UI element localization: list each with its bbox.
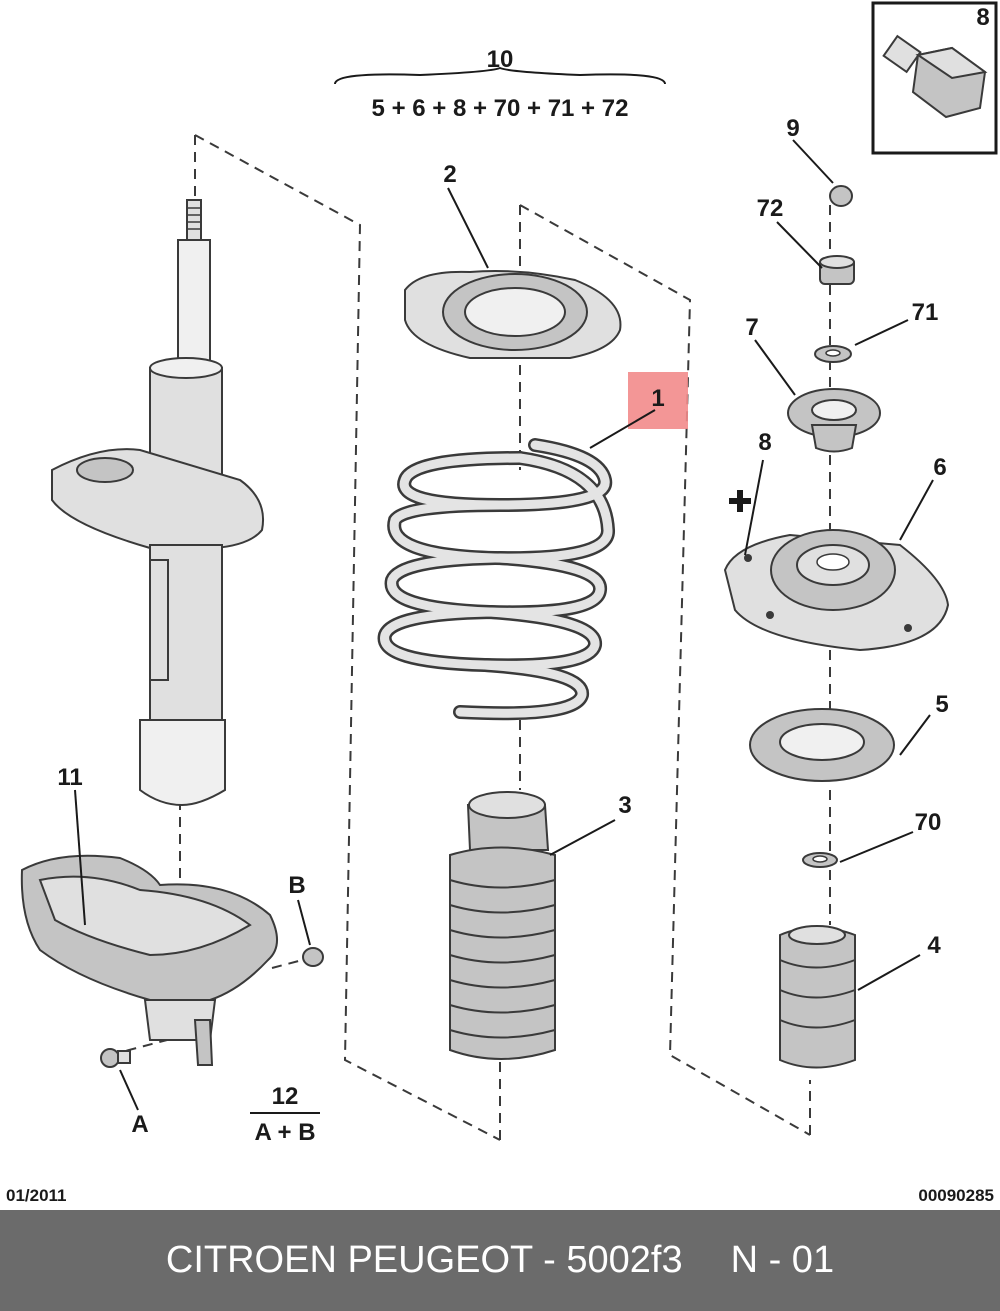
kit-10-formula: 5 + 6 + 8 + 70 + 71 + 72 — [372, 95, 629, 122]
spring-seat-11 — [20, 854, 278, 1066]
callout-9: 9 — [786, 115, 799, 142]
callout-3: 3 — [618, 792, 631, 819]
callout-4: 4 — [927, 932, 941, 959]
callout-1: 1 — [651, 385, 664, 412]
callout-71: 71 — [912, 299, 939, 326]
callouts: 10 5 + 6 + 8 + 70 + 71 + 72 2 1 3 11 B A… — [57, 4, 989, 1146]
bump-stop-4 — [779, 925, 856, 1069]
callout-b: B — [288, 872, 305, 899]
leader-lines — [74, 66, 934, 1114]
callout-12: 12 — [272, 1083, 299, 1110]
callout-8: 8 — [758, 429, 771, 456]
callout-7: 7 — [745, 314, 758, 341]
nut-b — [302, 947, 324, 967]
footer-bar: CITROEN PEUGEOT - 5002f3 N - 01 — [0, 1210, 1000, 1311]
footer-ref: N - 01 — [730, 1239, 835, 1281]
cup-7 — [787, 388, 881, 453]
callout-72: 72 — [757, 195, 784, 222]
callout-6: 6 — [933, 454, 946, 481]
washer-71 — [814, 345, 852, 363]
callout-a: A — [131, 1111, 148, 1138]
washer-70 — [802, 852, 838, 868]
drawing-date: 01/2011 — [6, 1186, 67, 1205]
coil-spring-1-fill — [380, 440, 613, 718]
upper-spring-cup-2 — [404, 270, 622, 359]
shock-absorber-strut — [51, 199, 264, 807]
kit-12-formula: A + B — [254, 1119, 315, 1146]
callout-70: 70 — [915, 809, 942, 836]
callout-2: 2 — [443, 161, 456, 188]
upper-mount-6 — [723, 529, 950, 652]
callout-10: 10 — [487, 46, 514, 73]
bearing-5 — [749, 708, 895, 782]
callout-11: 11 — [57, 764, 82, 791]
screw-a — [100, 1048, 131, 1068]
callout-5: 5 — [935, 691, 948, 718]
nut-72 — [819, 255, 855, 285]
plus-marker — [729, 490, 751, 512]
footer-title: CITROEN PEUGEOT - 5002f3 — [165, 1239, 683, 1281]
coil-spring-1 — [377, 438, 615, 721]
drawing-number: 00090285 — [918, 1186, 994, 1205]
callout-8-box: 8 — [976, 4, 989, 31]
nut-9 — [829, 185, 853, 207]
exploded-parts-diagram: 10 5 + 6 + 8 + 70 + 71 + 72 2 1 3 11 B A… — [6, 1, 998, 1205]
dust-boot-3 — [449, 791, 556, 1060]
kit-box-8 — [871, 1, 998, 155]
